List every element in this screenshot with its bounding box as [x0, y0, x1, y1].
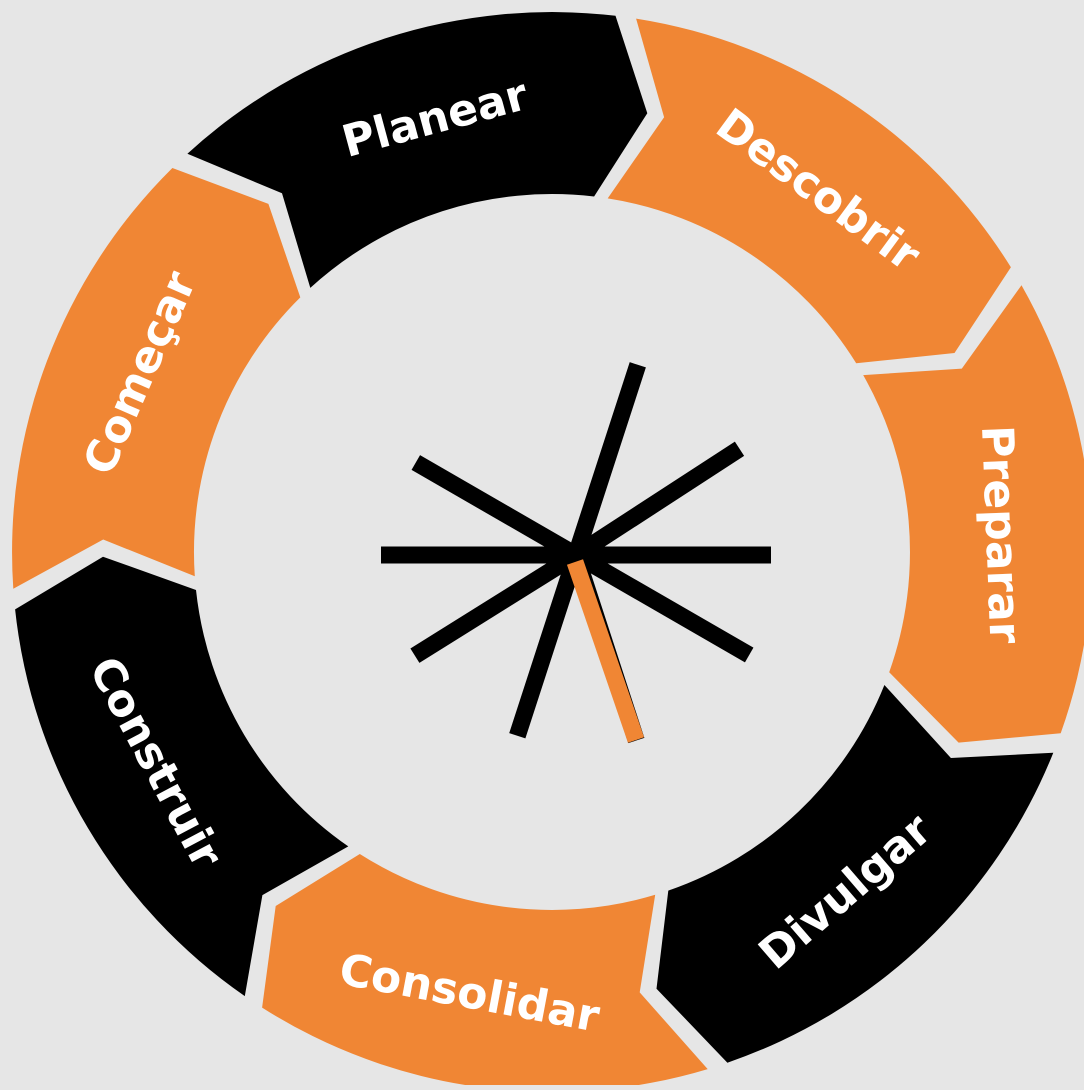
- clock-hand-icon: [566, 559, 645, 743]
- asterisk-spoke-4: [411, 455, 581, 563]
- asterisk-spoke-9: [567, 362, 646, 558]
- stage-label-4: Preparar: [971, 424, 1030, 644]
- stage-segment-5: [656, 685, 1054, 1063]
- asterisk-spoke-8: [410, 547, 581, 663]
- asterisk-spoke-3: [571, 547, 754, 663]
- asterisk-spoke-10: [509, 552, 585, 739]
- stage-segment-7: [15, 556, 349, 997]
- stage-segment-3: [607, 18, 1011, 364]
- stage-segment-6: [262, 854, 708, 1090]
- stage-segment-1: [12, 168, 301, 589]
- stage-segment-4: [863, 285, 1084, 743]
- cycle-segments: [12, 12, 1084, 1090]
- stage-segment-2: [187, 12, 648, 288]
- asterisk-spoke-7: [571, 441, 745, 563]
- asterisk-clock-icon: [381, 362, 771, 744]
